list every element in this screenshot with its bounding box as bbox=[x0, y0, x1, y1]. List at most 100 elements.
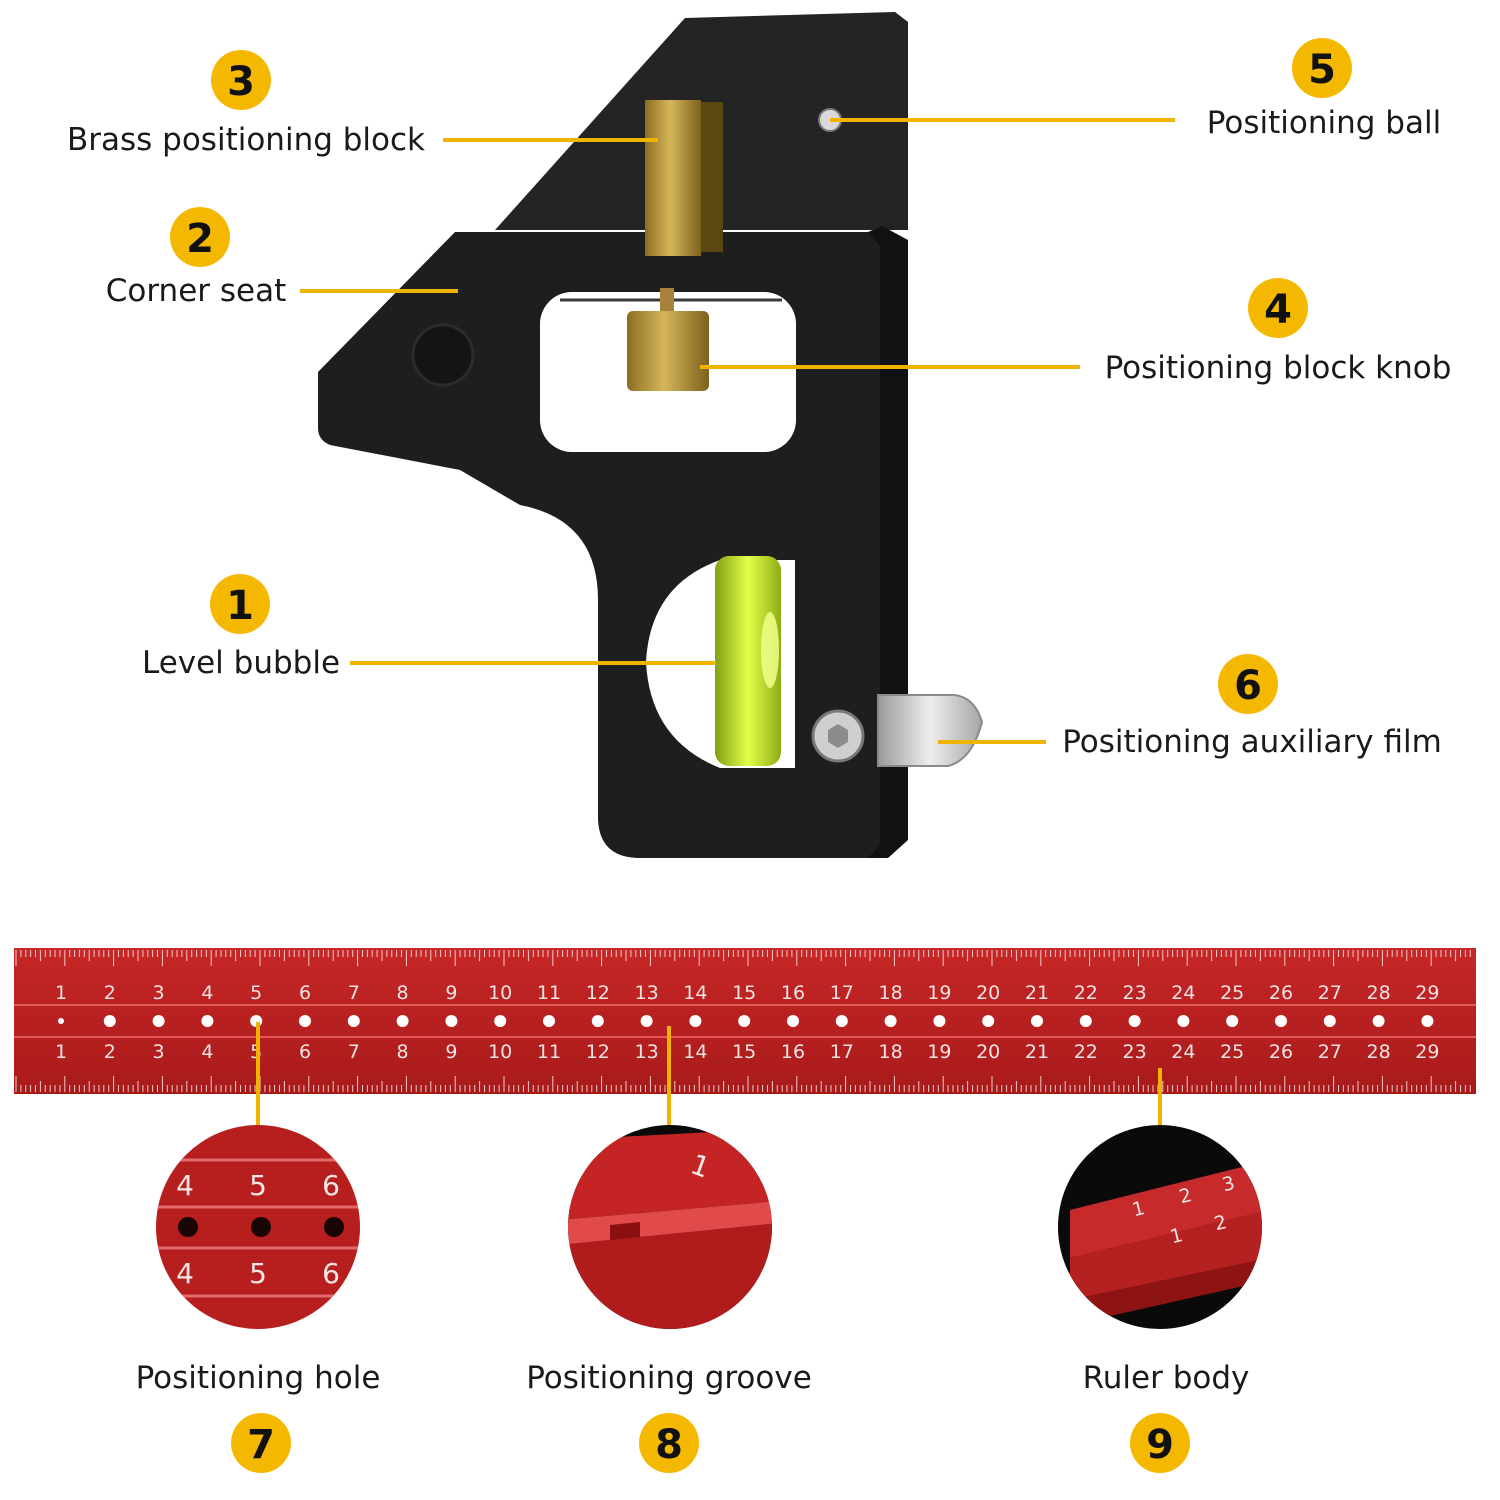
callout-brass-positioning-block: 3 Brass positioning block bbox=[67, 50, 425, 158]
ruler-top-number: 16 bbox=[781, 982, 805, 1004]
hole-detail-hole bbox=[178, 1217, 198, 1237]
hole-detail-bottom-num: 4 bbox=[176, 1257, 194, 1290]
hole-detail-top-num: 5 bbox=[249, 1169, 267, 1202]
ruler-top-number: 15 bbox=[732, 982, 756, 1004]
ruler-holes bbox=[58, 1015, 1434, 1027]
hole-detail-top-num: 4 bbox=[176, 1169, 194, 1202]
ruler-bottom-number: 25 bbox=[1220, 1041, 1244, 1063]
ruler-bottom-number: 16 bbox=[781, 1041, 805, 1063]
body-detail-top-face bbox=[1070, 1160, 1262, 1258]
ruler-positioning-hole bbox=[787, 1015, 799, 1027]
ruler-top-number: 13 bbox=[635, 982, 659, 1004]
ruler-bottom-number: 8 bbox=[397, 1041, 409, 1063]
ruler-positioning-hole bbox=[689, 1015, 702, 1027]
detail-ruler-body: 1 2 3 1 2 bbox=[1058, 1125, 1262, 1329]
ruler-top-number: 1 bbox=[55, 982, 67, 1004]
brass-block-shadow bbox=[701, 102, 723, 252]
ruler-top-number: 27 bbox=[1318, 982, 1342, 1004]
ruler-positioning-hole bbox=[103, 1015, 116, 1027]
ruler-top-number: 19 bbox=[927, 982, 951, 1004]
ruler-bottom-number: 29 bbox=[1415, 1041, 1439, 1063]
ruler-ticks-bottom bbox=[15, 1076, 1471, 1092]
badge-number-2: 2 bbox=[186, 216, 214, 262]
badge-number-5: 5 bbox=[1308, 47, 1336, 93]
ruler-bottom-number: 1 bbox=[55, 1041, 67, 1063]
label-level-bubble: Level bubble bbox=[142, 645, 340, 681]
ruler-top-number: 29 bbox=[1415, 982, 1439, 1004]
ruler-positioning-hole bbox=[201, 1015, 214, 1027]
corner-seat-tool bbox=[318, 12, 984, 858]
ruler-bottom-number: 4 bbox=[201, 1041, 213, 1063]
ruler-top-number: 17 bbox=[830, 982, 854, 1004]
badge-1 bbox=[210, 574, 270, 634]
badge-number-9: 9 bbox=[1146, 1422, 1174, 1468]
callout-positioning-groove: Positioning groove 8 bbox=[526, 1360, 812, 1473]
badge-3 bbox=[211, 50, 271, 110]
ruler-bottom-number: 15 bbox=[732, 1041, 756, 1063]
ruler-bottom-number: 23 bbox=[1123, 1041, 1147, 1063]
hole-detail-bottom-num: 5 bbox=[249, 1257, 267, 1290]
ruler-top-number: 14 bbox=[683, 982, 707, 1004]
ruler-bottom-number: 28 bbox=[1367, 1041, 1391, 1063]
callout-positioning-auxiliary-film: 6 Positioning auxiliary film bbox=[1062, 654, 1442, 760]
ruler-positioning-hole bbox=[299, 1015, 311, 1027]
ruler-positioning-hole bbox=[1275, 1015, 1287, 1027]
lower-leader-lines bbox=[256, 1022, 1162, 1128]
body-detail-bottom-num: 1 bbox=[1168, 1224, 1185, 1248]
ruler-bottom-number: 7 bbox=[348, 1041, 360, 1063]
badge-6 bbox=[1218, 654, 1278, 714]
ruler-bottom-numbers: 1234567891011121314151617181920212223242… bbox=[55, 1041, 1440, 1063]
ruler-positioning-hole bbox=[1226, 1015, 1239, 1027]
ruler-top-number: 6 bbox=[299, 982, 311, 1004]
detail-positioning-hole: 4 5 6 4 5 6 bbox=[156, 1125, 360, 1329]
ruler-bottom-number: 17 bbox=[830, 1041, 854, 1063]
bubble-vial bbox=[715, 556, 781, 766]
ruler-bottom-number: 19 bbox=[927, 1041, 951, 1063]
badge-5 bbox=[1292, 38, 1352, 98]
ruler-top-number: 18 bbox=[879, 982, 903, 1004]
leader-lines bbox=[300, 118, 1175, 744]
ruler-top-number: 11 bbox=[537, 982, 561, 1004]
callout-ruler-body: Ruler body 9 bbox=[1083, 1360, 1249, 1473]
ruler-positioning-hole bbox=[1177, 1015, 1190, 1027]
callout-positioning-hole: Positioning hole 7 bbox=[136, 1360, 380, 1473]
callout-positioning-block-knob: 4 Positioning block knob bbox=[1105, 278, 1452, 386]
ruler-bottom-number: 10 bbox=[488, 1041, 512, 1063]
ruler-top-number: 8 bbox=[397, 982, 409, 1004]
ruler-bottom-number: 26 bbox=[1269, 1041, 1293, 1063]
ruler-positioning-hole bbox=[884, 1015, 897, 1027]
hex-socket bbox=[828, 724, 848, 748]
ruler-positioning-hole bbox=[933, 1015, 946, 1027]
ruler-bottom-number: 18 bbox=[879, 1041, 903, 1063]
groove-detail-top-face bbox=[568, 1128, 772, 1220]
ruler-bottom-number: 27 bbox=[1318, 1041, 1342, 1063]
label-positioning-auxiliary-film: Positioning auxiliary film bbox=[1062, 724, 1442, 760]
badge-number-3: 3 bbox=[227, 59, 255, 105]
pivot-pin bbox=[411, 323, 475, 387]
ruler-top-number: 3 bbox=[153, 982, 165, 1004]
ruler-top-number: 20 bbox=[976, 982, 1000, 1004]
ruler-bottom-number: 20 bbox=[976, 1041, 1000, 1063]
ruler-top-number: 12 bbox=[586, 982, 610, 1004]
ruler-positioning-hole bbox=[1323, 1015, 1336, 1027]
ruler-positioning-hole bbox=[543, 1015, 555, 1027]
ruler-positioning-hole bbox=[591, 1015, 604, 1027]
label-positioning-block-knob: Positioning block knob bbox=[1105, 350, 1452, 386]
callout-corner-seat: 2 Corner seat bbox=[106, 207, 286, 309]
ruler-positioning-hole bbox=[1421, 1015, 1434, 1027]
ruler-positioning-hole bbox=[1079, 1015, 1092, 1027]
bubble bbox=[761, 612, 779, 688]
badge-number-6: 6 bbox=[1234, 663, 1262, 709]
body-detail-bottom-num: 2 bbox=[1212, 1211, 1229, 1235]
ruler-bottom-number: 11 bbox=[537, 1041, 561, 1063]
ruler-top-number: 7 bbox=[348, 982, 360, 1004]
callout-positioning-ball: 5 Positioning ball bbox=[1207, 38, 1441, 141]
ruler-bottom-number: 24 bbox=[1171, 1041, 1195, 1063]
ruler-top-number: 24 bbox=[1171, 982, 1195, 1004]
badge-7 bbox=[231, 1413, 291, 1473]
detail-positioning-groove: 1 bbox=[568, 1125, 772, 1329]
ruler-bottom-number: 13 bbox=[635, 1041, 659, 1063]
badge-4 bbox=[1248, 278, 1308, 338]
